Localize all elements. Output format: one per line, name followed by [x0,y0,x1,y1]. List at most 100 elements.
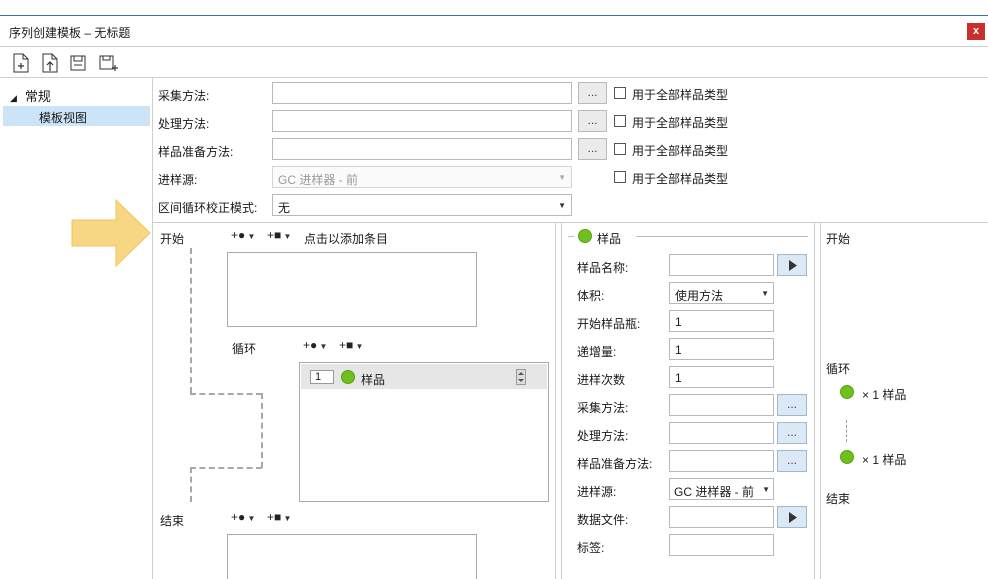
proc-method-browse-button[interactable]: ... [578,110,607,132]
loop-items-list[interactable]: 1 样品 [299,362,549,502]
sequence-connector [190,248,192,393]
divider [814,222,815,579]
sample-name-label: 样品名称: [577,261,629,275]
sample-inlet-label: 进样源: [577,485,617,499]
loop-mode-label: 区间循环校正模式: [158,201,258,215]
tree-node-template-view[interactable]: 模板视图 [39,111,88,125]
summary-loop-item: × 1 样品 [862,388,907,402]
add-sample-dropdown[interactable]: +● ▼ [231,228,255,242]
prep-all-types-checkbox[interactable] [614,143,626,155]
save-icon[interactable] [69,53,87,73]
tag-input[interactable] [669,534,774,556]
sample-inlet-select[interactable]: GC 进样器 - 前 ▼ [669,478,774,500]
sample-dot-icon [840,450,854,464]
play-arrow-icon [789,260,797,271]
sample-proc-method-label: 处理方法: [577,429,629,443]
sequence-connector [190,467,192,502]
volume-select[interactable]: 使用方法 ▼ [669,282,774,304]
chevron-down-icon: ▼ [245,514,256,523]
loop-mode-select[interactable]: 无 ▼ [272,194,572,216]
volume-value: 使用方法 [675,289,724,303]
sequence-connector [261,393,263,468]
toolbar [0,47,988,78]
new-document-icon[interactable] [12,53,30,73]
increment-value: 1 [675,343,682,357]
sample-acq-method-input[interactable] [669,394,774,416]
add-action-icon: +■ [339,338,354,352]
sample-proc-browse-button[interactable]: ... [777,422,807,444]
datafile-input[interactable] [669,506,774,528]
sample-section-title: 样品 [597,232,622,246]
add-sample-icon: +● [303,338,318,352]
tree-node-general[interactable]: ◢常规 [10,86,51,105]
loop-mode-value: 无 [278,201,291,215]
tag-label: 标签: [577,541,605,555]
sample-acq-browse-button[interactable]: ... [777,394,807,416]
add-action-dropdown[interactable]: +■ ▼ [267,228,291,242]
datafile-label: 数据文件: [577,513,629,527]
add-action-icon: +■ [267,228,282,242]
chevron-down-icon: ▼ [761,289,769,298]
inlet-source-select[interactable]: GC 进样器 - 前 ▼ [272,166,572,188]
chevron-down-icon: ▼ [281,232,292,241]
loop-item-index[interactable]: 1 [310,370,334,384]
acq-method-browse-button[interactable]: ... [578,82,607,104]
prep-method-input[interactable] [272,138,572,160]
injections-input[interactable]: 1 [669,366,774,388]
proc-method-input[interactable] [272,110,572,132]
inlet-all-types-checkbox[interactable] [614,171,626,183]
end-add-sample-dropdown[interactable]: +● ▼ [231,510,255,524]
prep-all-types-label: 用于全部样品类型 [632,144,729,158]
start-items-list[interactable] [227,252,477,327]
sequence-end-label: 结束 [160,514,185,528]
window-accent-line [0,15,988,16]
sample-name-insert-button[interactable] [777,254,807,276]
tree-selection-highlight[interactable] [3,106,150,126]
acq-all-types-label: 用于全部样品类型 [632,88,729,102]
proc-all-types-checkbox[interactable] [614,115,626,127]
loop-add-action-dropdown[interactable]: +■ ▼ [339,338,363,352]
sample-dot-icon [840,385,854,399]
end-items-list[interactable] [227,534,477,579]
acq-method-label: 采集方法: [158,89,210,103]
injections-value: 1 [675,371,682,385]
sample-proc-method-input[interactable] [669,422,774,444]
datafile-insert-button[interactable] [777,506,807,528]
sample-prep-browse-button[interactable]: ... [777,450,807,472]
group-border [568,236,574,237]
acq-all-types-checkbox[interactable] [614,87,626,99]
sample-inlet-value: GC 进样器 - 前 [674,485,754,499]
close-button[interactable]: x [967,23,985,40]
acq-method-input[interactable] [272,82,572,104]
play-arrow-icon [789,512,797,523]
chevron-down-icon: ▼ [317,342,328,351]
chevron-down-icon: ▼ [245,232,256,241]
loop-item-name: 样品 [361,373,386,387]
sample-acq-method-label: 采集方法: [577,401,629,415]
chevron-down-icon: ▼ [558,201,566,210]
sample-name-input[interactable] [669,254,774,276]
sample-prep-method-input[interactable] [669,450,774,472]
title-bar: 序列创建模板 – 无标题 x [0,16,988,47]
loop-item-row[interactable]: 1 样品 [301,364,547,389]
open-document-icon[interactable] [41,53,59,73]
summary-loop-item: × 1 样品 [862,453,907,467]
chevron-down-icon: ▼ [281,514,292,523]
loop-add-sample-dropdown[interactable]: +● ▼ [303,338,327,352]
sequence-start-label: 开始 [160,232,185,246]
end-add-action-dropdown[interactable]: +■ ▼ [267,510,291,524]
save-as-icon[interactable] [98,53,120,73]
prep-method-browse-button[interactable]: ... [578,138,607,160]
collapse-triangle-icon[interactable]: ◢ [10,93,17,103]
start-vial-input[interactable]: 1 [669,310,774,332]
sample-dot-icon [578,229,592,243]
chevron-down-icon: ▼ [353,342,364,351]
inlet-source-value: GC 进样器 - 前 [278,173,358,187]
increment-input[interactable]: 1 [669,338,774,360]
summary-end-label: 结束 [826,492,851,506]
proc-all-types-label: 用于全部样品类型 [632,116,729,130]
add-sample-icon: +● [231,228,246,242]
sample-prep-method-label: 样品准备方法: [577,457,653,471]
spinner-icon[interactable] [516,369,526,385]
